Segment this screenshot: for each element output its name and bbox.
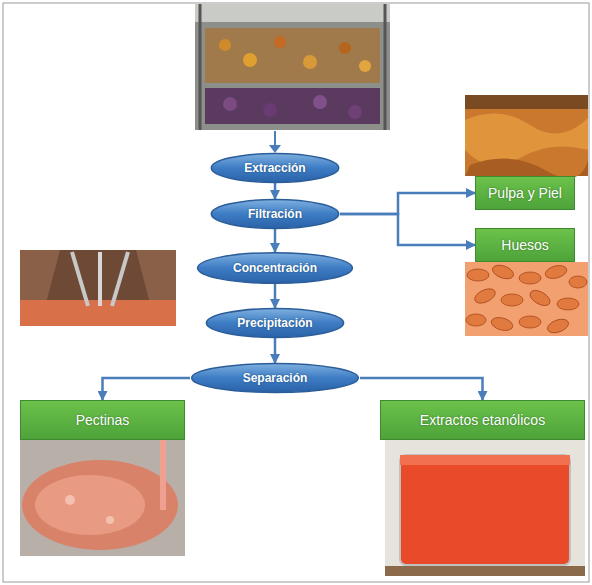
photo-arrowhead <box>269 145 281 153</box>
flow-arrow <box>274 284 277 308</box>
pectin-photo <box>20 440 185 556</box>
flow-arrow <box>340 193 475 214</box>
node-label: Huesos <box>501 237 548 253</box>
process-ellipse: Extracción <box>210 153 340 183</box>
node-label: Pulpa y Piel <box>488 185 562 201</box>
kernels-photo <box>465 262 588 336</box>
node-label: Separación <box>243 371 308 385</box>
tank-photo <box>20 250 176 326</box>
flow-arrow <box>103 378 191 400</box>
pulp-photo <box>465 95 588 178</box>
machine-photo <box>195 4 390 130</box>
node-label: Extractos etanólicos <box>420 412 545 428</box>
node-label: Pectinas <box>76 412 130 428</box>
process-ellipse: Filtración <box>210 199 340 229</box>
process-ellipse: Concentración <box>196 252 354 284</box>
node-label: Extracción <box>244 161 305 175</box>
extract-photo <box>385 440 585 576</box>
flow-arrow <box>274 338 277 363</box>
output-box: Pulpa y Piel <box>475 176 575 210</box>
flow-arrow <box>274 229 277 252</box>
process-ellipse: Separación <box>190 363 360 393</box>
node-label: Filtración <box>248 207 302 221</box>
frame <box>3 3 589 582</box>
process-ellipse: Precipitación <box>205 308 345 338</box>
flow-arrow <box>360 378 483 400</box>
photo-arrow <box>274 131 276 146</box>
node-label: Precipitación <box>237 316 312 330</box>
output-box: Extractos etanólicos <box>380 400 585 440</box>
output-box: Huesos <box>475 228 575 262</box>
flow-arrow <box>274 183 277 199</box>
flow-arrow <box>340 214 475 245</box>
output-box: Pectinas <box>20 400 185 440</box>
node-label: Concentración <box>233 261 317 275</box>
